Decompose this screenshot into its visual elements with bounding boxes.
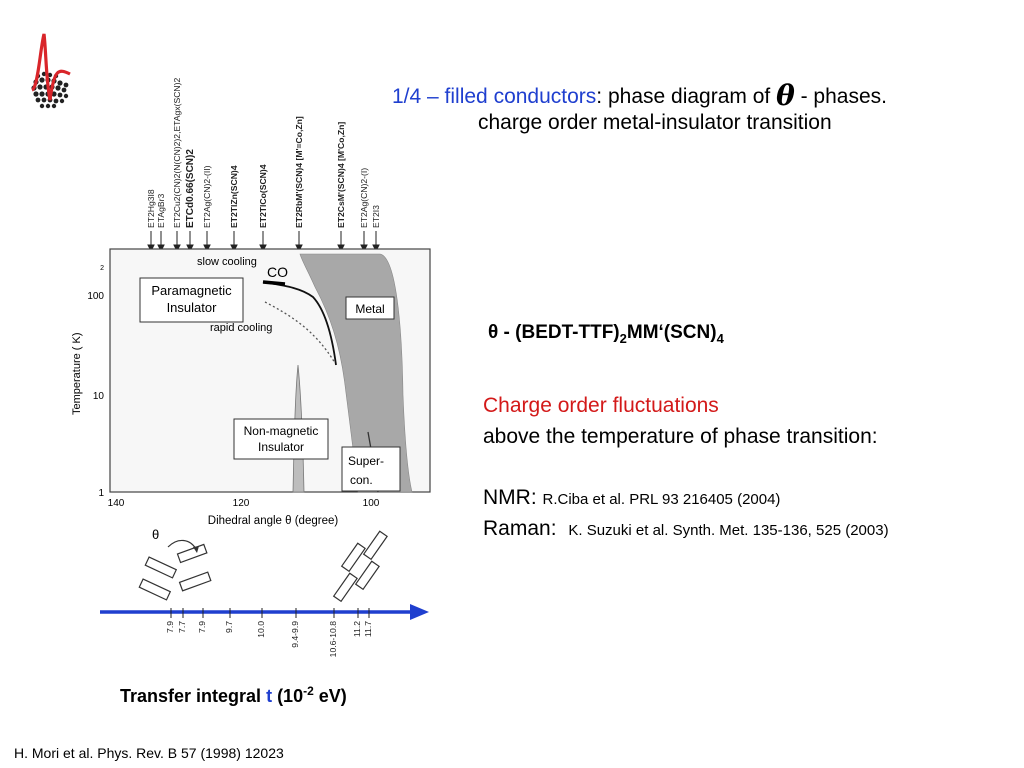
arrow-4 bbox=[186, 231, 194, 253]
arrow-6 bbox=[230, 231, 238, 253]
formula-sub1: 2 bbox=[619, 330, 627, 346]
raman-label: Raman: bbox=[483, 517, 563, 540]
nmr-reference: NMR: R.Ciba et al. PRL 93 216405 (2004) bbox=[483, 486, 780, 510]
compound-label-6: ET2TlZn(SCN)4 bbox=[229, 165, 239, 228]
x-axis-label: Dihedral angle θ (degree) bbox=[208, 515, 339, 527]
nonmagnetic-line2: Insulator bbox=[258, 440, 304, 454]
slide-title: 1/4 – filled conductors: phase diagram o… bbox=[392, 79, 887, 112]
formula-part2: MM‘(SCN) bbox=[626, 322, 717, 343]
ti-t: t bbox=[266, 686, 273, 706]
compound-label-10: ET2Ag(CN)2-(I) bbox=[359, 168, 369, 228]
compound-label-5: ET2Ag(CN)2-(II) bbox=[202, 165, 212, 228]
arrow-3 bbox=[173, 231, 181, 253]
arrow-9 bbox=[337, 231, 345, 253]
rapid-cooling-label: rapid cooling bbox=[210, 322, 272, 334]
transfer-value-7: 10.6-10.8 bbox=[328, 621, 338, 658]
arrow-11 bbox=[372, 231, 380, 253]
compound-label-8: ET2RbM'(SCN)4 [M'=Co,Zn] bbox=[294, 116, 304, 228]
title-text-before: : phase diagram of bbox=[596, 85, 777, 108]
logo bbox=[30, 33, 71, 109]
title-highlight: 1/4 – filled conductors bbox=[392, 85, 597, 108]
transfer-value-8: 11.2 bbox=[352, 621, 362, 637]
molecules-right bbox=[332, 530, 388, 603]
slow-cooling-line bbox=[262, 280, 286, 286]
compound-label-1: ET2Hg3I8 bbox=[146, 189, 156, 228]
compound-label-2: ETAgBr3 bbox=[156, 194, 166, 228]
transfer-integral-label: Transfer integral t (10-2 eV) bbox=[120, 684, 347, 707]
nonmagnetic-insulator-box: Non-magnetic Insulator bbox=[233, 418, 329, 460]
compound-labels: ET2Hg3I8 ETAgBr3 ET2Cu2(CN)2(N(CN)2)2,ET… bbox=[146, 78, 381, 228]
transfer-value-6: 9.4-9.9 bbox=[290, 621, 300, 648]
paramagnetic-line1: Paramagnetic bbox=[151, 283, 232, 298]
theta-arc-arrowhead bbox=[193, 546, 199, 553]
x-tick-140: 140 bbox=[108, 498, 125, 509]
compound-label-11: ET2I3 bbox=[371, 205, 381, 228]
transfer-value-1: 7.9 bbox=[165, 621, 175, 633]
y-axis-label: Temperature ( K) bbox=[71, 332, 83, 415]
y-tick-1: 1 bbox=[98, 488, 104, 499]
co-label: CO bbox=[267, 264, 288, 280]
paramagnetic-line2: Insulator bbox=[167, 300, 218, 315]
y-tick-100: 100 bbox=[87, 291, 104, 302]
superconductor-line1: Super- bbox=[348, 454, 384, 468]
citation: H. Mori et al. Phys. Rev. B 57 (1998) 12… bbox=[14, 745, 284, 761]
title-text-after: - phases. bbox=[794, 85, 887, 108]
metal-label: Metal bbox=[355, 302, 384, 316]
formula-part1: - (BEDT-TTF) bbox=[498, 322, 620, 343]
transfer-value-2: 7.7 bbox=[177, 621, 187, 633]
superconductor-line2: con. bbox=[350, 473, 373, 487]
compound-arrows bbox=[147, 231, 380, 253]
formula-sub2: 4 bbox=[716, 330, 724, 346]
nmr-ref-text: R.Ciba et al. PRL 93 216405 (2004) bbox=[542, 491, 781, 508]
arrow-10 bbox=[360, 231, 368, 253]
above-transition-text: above the temperature of phase transitio… bbox=[483, 425, 878, 448]
compound-label-4: ETCd0.66(SCN)2 bbox=[185, 149, 196, 228]
ti-prefix: Transfer integral bbox=[120, 686, 267, 706]
paramagnetic-insulator-box: Paramagnetic Insulator bbox=[139, 277, 244, 323]
compound-label-3: ET2Cu2(CN)2(N(CN)2)2,ETAgx(SCN)2 bbox=[172, 78, 182, 228]
raman-reference: Raman: K. Suzuki et al. Synth. Met. 135-… bbox=[483, 517, 889, 541]
transfer-value-9: 11.7 bbox=[363, 621, 373, 637]
theta-angle-arc bbox=[167, 539, 197, 550]
co-fluctuations-heading: Charge order fluctuations bbox=[483, 394, 719, 417]
nonmagnetic-line1: Non-magnetic bbox=[244, 424, 319, 438]
compound-label-9: ET2CsM'(SCN)4 [M'Co,Zn] bbox=[336, 122, 346, 228]
transfer-ticks bbox=[170, 608, 370, 618]
arrow-7 bbox=[259, 231, 267, 253]
arrow-5 bbox=[203, 231, 211, 253]
nmr-label: NMR: bbox=[483, 486, 543, 509]
arrow-8 bbox=[295, 231, 303, 253]
metal-box: Metal bbox=[345, 296, 395, 320]
ti-paren-close: eV) bbox=[313, 686, 347, 706]
slide-subtitle: charge order metal-insulator transition bbox=[478, 111, 832, 134]
transfer-integral-arrowhead bbox=[410, 604, 429, 620]
slow-cooling-label: slow cooling bbox=[197, 256, 257, 268]
y-tick-minor-2: 2 bbox=[100, 265, 104, 272]
title-theta-symbol: θ bbox=[776, 79, 795, 112]
x-tick-100: 100 bbox=[363, 498, 380, 509]
compound-label-7: ET2TlCo(SCN)4 bbox=[258, 164, 268, 228]
compound-formula: θ - (BEDT-TTF)2MM‘(SCN)4 bbox=[488, 322, 724, 346]
transfer-value-3: 7.9 bbox=[197, 621, 207, 633]
y-tick-10: 10 bbox=[93, 391, 105, 402]
transfer-values: 7.9 7.7 7.9 9.7 10.0 9.4-9.9 10.6-10.8 1… bbox=[165, 621, 373, 658]
logo-red-stroke bbox=[30, 33, 71, 101]
superconductor-box: Super- con. bbox=[341, 446, 401, 492]
formula-theta: θ bbox=[488, 322, 499, 343]
arrow-1 bbox=[147, 231, 155, 253]
theta-angle-label: θ bbox=[152, 527, 159, 542]
phase-diagram-figure: ET2Hg3I8 ETAgBr3 ET2Cu2(CN)2(N(CN)2)2,ET… bbox=[71, 78, 431, 658]
transfer-value-5: 10.0 bbox=[256, 621, 266, 638]
molecules-left bbox=[138, 543, 212, 601]
ti-exponent: -2 bbox=[303, 684, 314, 698]
arrow-2 bbox=[157, 231, 165, 253]
transfer-value-4: 9.7 bbox=[224, 621, 234, 633]
raman-ref-text: K. Suzuki et al. Synth. Met. 135-136, 52… bbox=[568, 522, 889, 539]
x-tick-120: 120 bbox=[233, 498, 250, 509]
ti-paren-open: (10 bbox=[272, 686, 304, 706]
